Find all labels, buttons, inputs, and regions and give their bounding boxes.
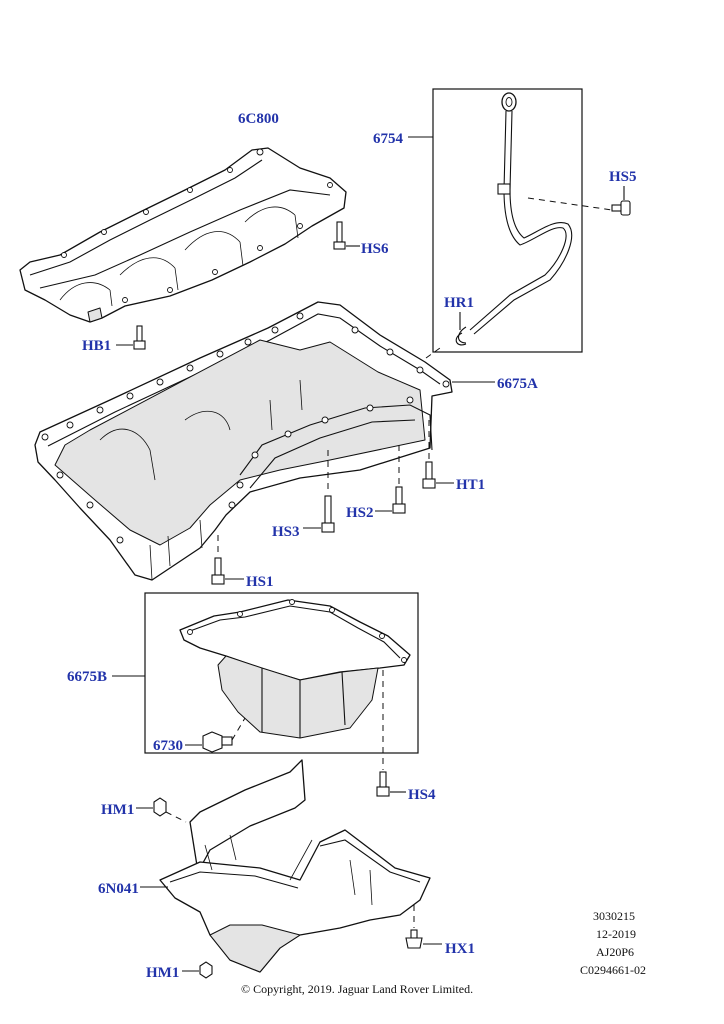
- drain-plug-6730: [185, 717, 246, 753]
- sump-detail-box: [144, 592, 419, 754]
- callout-HS6: HS6: [361, 241, 389, 257]
- fastener-HX1: [405, 905, 442, 949]
- illustration-date: 12-2019: [596, 927, 636, 941]
- callout-6754: 6754: [373, 131, 404, 147]
- callout-HS2: HS2: [346, 505, 374, 521]
- bolt-HS4: [376, 670, 406, 797]
- callout-HT1: HT1: [456, 477, 485, 493]
- fastener-HM1-bottom: [182, 961, 213, 979]
- copyright-notice: © Copyright, 2019. Jaguar Land Rover Lim…: [241, 982, 473, 996]
- sump-6675B: [112, 592, 419, 754]
- bolt-HB1: [116, 325, 146, 350]
- bolt-HS1: [211, 535, 244, 585]
- callout-HM1-bottom: HM1: [146, 965, 179, 981]
- callout-HR1: HR1: [444, 295, 474, 311]
- clip-HR1: [455, 312, 467, 346]
- bolt-HS5: [611, 186, 631, 216]
- callout-6C800: 6C800: [238, 111, 279, 127]
- callout-6675B: 6675B: [67, 669, 107, 685]
- callout-6730: 6730: [153, 738, 183, 754]
- illustration-ref: C0294661-02: [580, 963, 646, 977]
- oil-pan-6675A: [34, 301, 495, 581]
- callout-HX1: HX1: [445, 941, 475, 957]
- bolt-HS2: [375, 445, 406, 514]
- callout-HM1-top: HM1: [101, 802, 134, 818]
- bolt-HS3: [303, 450, 335, 533]
- dipstick-detail-box: [432, 88, 583, 353]
- ladder-frame-6C800: [19, 147, 347, 323]
- callout-HS1: HS1: [246, 574, 274, 590]
- dipstick-6754: [408, 88, 613, 353]
- bolt-HT1: [422, 420, 454, 489]
- illustration-code: 3030215: [593, 909, 635, 923]
- engine-code: AJ20P6: [596, 945, 634, 959]
- callout-6N041: 6N041: [98, 881, 139, 897]
- splash-shield-6N041: [140, 759, 431, 973]
- fastener-HM1-top: [136, 797, 187, 823]
- callout-HS3: HS3: [272, 524, 300, 540]
- callout-HS4: HS4: [408, 787, 436, 803]
- callout-HS5: HS5: [609, 169, 637, 185]
- callout-6675A: 6675A: [497, 376, 538, 392]
- callout-HB1: HB1: [82, 338, 111, 354]
- bolt-HS6: [333, 221, 360, 250]
